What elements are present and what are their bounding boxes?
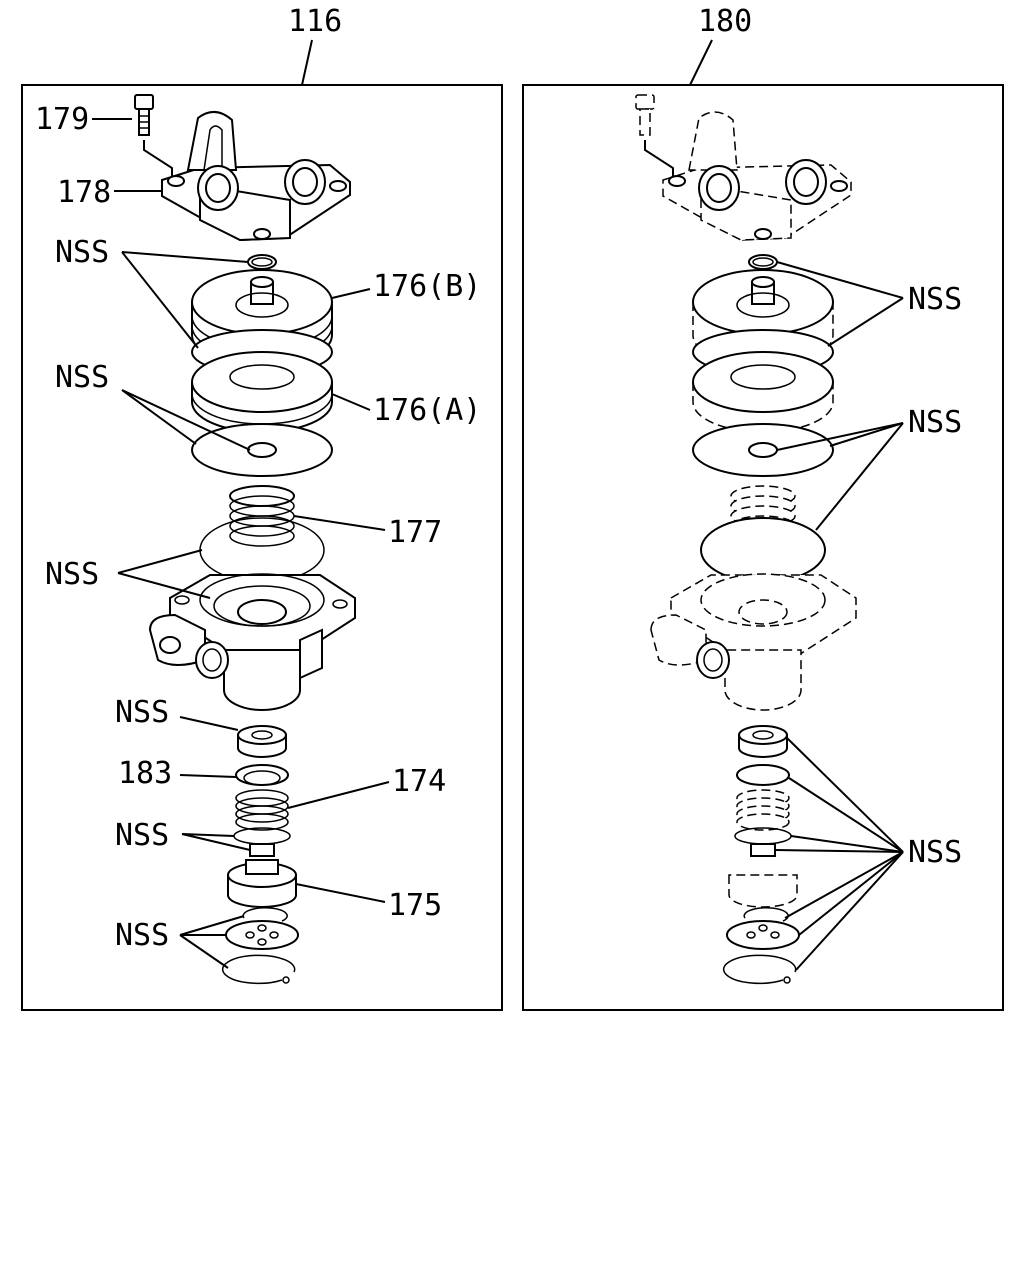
leader-nss-valve [179, 716, 239, 731]
ghost-cover-drawing [662, 111, 852, 241]
r-leader-nss-lower-7 [795, 851, 904, 971]
part-label-175: 175 [388, 888, 442, 923]
lower-valve-parts [221, 725, 299, 985]
r-leader-nss-lower-1 [786, 737, 904, 853]
r-diaphragm-hub [748, 442, 778, 458]
ghost-valve-body-drawing [650, 573, 857, 711]
spring-177-drawing [229, 485, 295, 547]
panel-116: 116 179 178 [21, 4, 503, 1011]
leader-177 [293, 515, 386, 531]
leader-nss-top-2 [121, 251, 199, 349]
r-leader-nss-mid-2 [829, 422, 904, 447]
part-label-nss-mid: NSS [55, 360, 109, 395]
leader-nss-mid-2 [121, 389, 251, 451]
piston-176a-drawing [191, 351, 333, 449]
leader-174 [287, 781, 390, 809]
leader-175 [295, 883, 386, 903]
panel-180: 180 [522, 4, 1004, 1011]
part-label-nss-valve2: NSS [115, 818, 169, 853]
part-label-nss-top: NSS [55, 235, 109, 270]
assembly-label-180: 180 [698, 4, 752, 39]
r-leader-nss-top-1 [776, 261, 904, 299]
body-o-ring [199, 517, 325, 583]
ghost-bolt-drawing [635, 94, 674, 180]
leader-nss-mid-1 [121, 389, 197, 445]
part-label-nss-body: NSS [45, 557, 99, 592]
valve-body-drawing [148, 573, 356, 711]
r-part-label-nss-lower: NSS [908, 835, 962, 870]
leader-176b [331, 288, 371, 299]
leader-183 [179, 774, 237, 778]
leader-nss-bottom-3 [179, 934, 229, 969]
r-body-o-ring [700, 517, 826, 583]
part-label-nss-valve: NSS [115, 695, 169, 730]
r-part-label-nss-mid: NSS [908, 405, 962, 440]
part-label-176a: 176(A) [373, 393, 481, 428]
r-o-ring-top-inner [752, 257, 774, 267]
r-leader-nss-lower-3 [790, 835, 904, 853]
r-leader-nss-lower-5 [784, 851, 904, 919]
part-label-nss-bottom: NSS [115, 918, 169, 953]
leader-176a [331, 393, 371, 411]
r-leader-nss-lower-2 [788, 777, 904, 853]
r-leader-nss-mid-1 [776, 422, 904, 451]
leader-nss-bottom-1 [179, 915, 245, 936]
r-leader-nss-lower-6 [798, 851, 904, 936]
assembly-label-116: 116 [288, 4, 342, 39]
leader-179-drop [143, 140, 173, 180]
leader-180 [689, 39, 713, 86]
panel-180-frame [522, 84, 1004, 1011]
part-label-176b: 176(B) [373, 269, 481, 304]
leader-nss-valve2-2 [181, 833, 251, 851]
panel-116-frame [21, 84, 503, 1011]
bolt-179-drawing [134, 94, 154, 136]
r-part-label-nss-top: NSS [908, 282, 962, 317]
r-lower-valve-parts [722, 725, 800, 985]
leader-nss-valve2-1 [181, 833, 235, 837]
r-leader-nss-lower-4 [774, 849, 904, 853]
part-label-177: 177 [388, 515, 442, 550]
part-label-178: 178 [57, 175, 111, 210]
diaphragm-hub [247, 442, 277, 458]
cover-178-drawing [161, 111, 351, 242]
leader-nss-body-1 [117, 549, 203, 574]
leader-116 [301, 39, 313, 86]
r-leader-nss-mid-3 [815, 422, 904, 531]
leader-nss-body-2 [117, 572, 211, 599]
r-leader-nss-top-2 [827, 297, 904, 347]
part-label-179: 179 [35, 102, 89, 137]
ghost-piston-a-drawing [692, 351, 834, 449]
part-label-183: 183 [118, 756, 172, 791]
part-label-174: 174 [392, 764, 446, 799]
leader-nss-top-1 [121, 251, 249, 263]
o-ring-top-inner [251, 257, 273, 267]
